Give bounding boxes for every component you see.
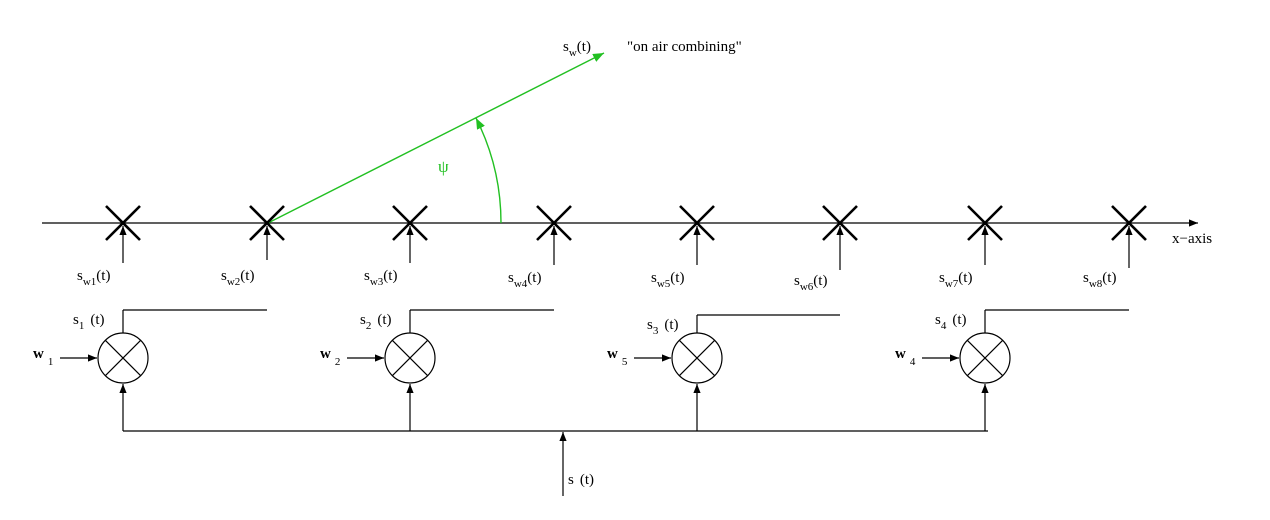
antenna-cross-icon (967, 205, 1003, 241)
input-signal-label: s(t) (568, 472, 594, 488)
antenna-cross-icon (536, 205, 572, 241)
multiplier-cross-icon (391, 339, 429, 377)
antenna-cross-icon (249, 205, 285, 241)
antenna-element-6: sw6(t) (794, 205, 858, 293)
element-signal-label: sw2(t) (221, 268, 254, 288)
antenna-cross-icon (1111, 205, 1147, 241)
multiplier-cross-icon (104, 339, 142, 377)
antenna-element-1: sw1(t) (77, 205, 141, 288)
element-signal-label: sw4(t) (508, 270, 541, 290)
stage-signal-label: s4(t) (935, 312, 967, 332)
antenna-cross-icon (392, 205, 428, 241)
stage-signal-label: s3(t) (647, 317, 679, 337)
antenna-element-4: sw4(t) (508, 205, 572, 290)
element-signal-label: sw6(t) (794, 273, 827, 293)
x-axis-label: x−axis (1172, 231, 1212, 247)
beam-angle-arc (475, 117, 502, 224)
element-signal-label: sw7(t) (939, 270, 972, 290)
antenna-cross-icon (105, 205, 141, 241)
stage-signal-label: s2(t) (360, 312, 392, 332)
multiplier-cross-icon (678, 339, 716, 377)
beam-caption: "on air combining" (627, 39, 742, 55)
antenna-cross-icon (822, 205, 858, 241)
element-signal-label: sw8(t) (1083, 270, 1116, 290)
beam-signal-label: sw(t) (563, 39, 591, 59)
stage-signal-label: s1(t) (73, 312, 105, 332)
antenna-cross-icon (679, 205, 715, 241)
antenna-elements: sw1(t) sw2(t) sw3(t) sw4(t) sw5(t) sw6(t) sw7(… (77, 205, 1147, 293)
antenna-element-7: sw7(t) (939, 205, 1003, 290)
element-signal-label: sw3(t) (364, 268, 397, 288)
antenna-element-3: sw3(t) (364, 205, 428, 288)
beam-direction-arrow (267, 52, 605, 224)
element-signal-label: sw1(t) (77, 268, 110, 288)
antenna-element-2: sw2(t) (221, 205, 285, 288)
beam-angle-label: ψ (438, 157, 449, 176)
element-signal-label: sw5(t) (651, 270, 684, 290)
multiplier-cross-icon (966, 339, 1004, 377)
antenna-element-5: sw5(t) (651, 205, 715, 290)
antenna-element-8: sw8(t) (1083, 205, 1147, 290)
